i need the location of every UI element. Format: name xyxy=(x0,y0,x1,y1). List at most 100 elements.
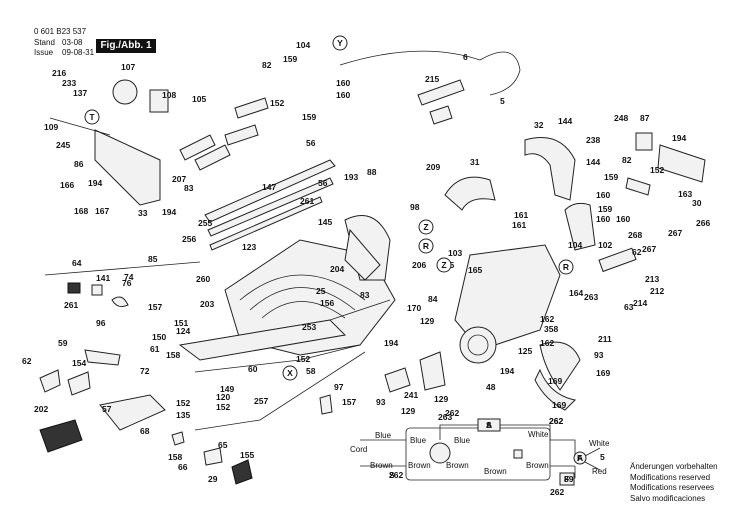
part-callout: 59 xyxy=(58,338,68,348)
part-callout: 165 xyxy=(468,265,482,275)
part-callout: 152 xyxy=(650,165,664,175)
callout-circle xyxy=(418,238,434,254)
part-callout: 164 xyxy=(569,288,583,298)
part-callout: 233 xyxy=(62,78,76,88)
part-callout: 89 xyxy=(564,474,574,484)
wire-blue-left: Blue xyxy=(375,431,392,440)
part-callout: 260 xyxy=(196,274,210,284)
wire-brown-left: Brown xyxy=(370,461,393,470)
power-cord xyxy=(339,50,521,125)
switch-a-label: A xyxy=(577,453,583,463)
part-callout: 125 xyxy=(518,346,532,356)
part-callout: 30 xyxy=(692,198,702,208)
part-callout: 151 xyxy=(174,318,188,328)
part-callout: 202 xyxy=(34,404,48,414)
part-callout: 33 xyxy=(138,208,148,218)
slide-rails xyxy=(179,97,336,251)
part-callout: 194 xyxy=(162,207,176,217)
part-callout: 123 xyxy=(242,242,256,252)
part-callout: 104 xyxy=(296,40,310,50)
part-callout: 152 xyxy=(270,98,284,108)
part-callout: 163 xyxy=(678,189,692,199)
part-callout: 93 xyxy=(376,397,386,407)
part-callout: 262 xyxy=(549,416,563,426)
callout-circle xyxy=(558,259,574,275)
wire-brown-bottom: Brown xyxy=(484,467,507,476)
part-callout: 129 xyxy=(420,316,434,326)
part-callout: 268 xyxy=(628,230,642,240)
part-callout: 167 xyxy=(95,206,109,216)
bevel-bracket xyxy=(49,79,169,206)
part-callout: 62 xyxy=(22,356,32,366)
part-callout: 129 xyxy=(401,406,415,416)
part-callout: 60 xyxy=(248,364,258,374)
part-callout: 162 xyxy=(540,314,554,324)
label-262-bottom: 262 xyxy=(550,487,564,497)
wire-brown-right: Brown xyxy=(526,461,549,470)
part-callout: 193 xyxy=(344,172,358,182)
part-callout: 157 xyxy=(342,397,356,407)
issue-value: 09-08-31 xyxy=(62,48,95,57)
part-callout: 72 xyxy=(140,366,150,376)
part-callout: 168 xyxy=(74,206,88,216)
wire-white-upper: White xyxy=(528,430,549,439)
motor-blue-right: Blue xyxy=(454,436,471,445)
part-callout: 159 xyxy=(302,112,316,122)
part-callout: 25 xyxy=(316,286,326,296)
part-callout: 158 xyxy=(168,452,182,462)
note-es: Salvo modificaciones xyxy=(630,493,706,503)
part-callout: 152 xyxy=(216,402,230,412)
part-callout: S xyxy=(389,470,395,480)
part-callout: 194 xyxy=(672,133,686,143)
part-callout: 238 xyxy=(586,135,600,145)
part-callout: 159 xyxy=(598,204,612,214)
part-callout: Z xyxy=(441,260,446,270)
part-callout: 214 xyxy=(633,298,647,308)
part-callout: 206 xyxy=(412,260,426,270)
part-callout: 104 xyxy=(568,240,582,250)
callout-circle xyxy=(332,35,348,51)
stand-value: 03-08 xyxy=(62,38,83,47)
part-callout: 257 xyxy=(254,396,268,406)
part-callout: Z xyxy=(423,222,428,232)
part-callout: 124 xyxy=(176,326,190,336)
part-callout: 152 xyxy=(296,354,310,364)
part-callout: 169 xyxy=(548,376,562,386)
part-callout: 144 xyxy=(586,157,600,167)
label-263: 263 xyxy=(438,412,452,422)
part-callout: 150 xyxy=(152,332,166,342)
modification-notes: Änderungen vorbehalten Modifications res… xyxy=(630,462,718,504)
lower-parts xyxy=(194,341,581,431)
part-callout: 32 xyxy=(534,120,544,130)
part-callout: 213 xyxy=(645,274,659,284)
part-callout: 263 xyxy=(584,292,598,302)
part-callout: 31 xyxy=(470,157,480,167)
wire-white-right: White xyxy=(589,439,610,448)
switch-s-label: S xyxy=(486,420,492,430)
callout-circle xyxy=(418,219,434,235)
part-callout: 86 xyxy=(74,159,84,169)
part-callout: 66 xyxy=(178,462,188,472)
part-callout: 245 xyxy=(56,140,70,150)
part-callout: 141 xyxy=(96,273,110,283)
part-callout: 48 xyxy=(486,382,496,392)
part-callout: 83 xyxy=(360,290,370,300)
motor-symbol xyxy=(429,442,451,464)
part-callout: 137 xyxy=(73,88,87,98)
part-callout: 169 xyxy=(596,368,610,378)
switch-f-label: F xyxy=(564,474,569,484)
part-callout: 207 xyxy=(172,174,186,184)
part-callout: 88 xyxy=(367,167,377,177)
part-callout: 203 xyxy=(200,299,214,309)
part-callout: 194 xyxy=(500,366,514,376)
wiring-schematic xyxy=(360,418,601,486)
part-callout: 261 xyxy=(300,196,314,206)
turntable-base xyxy=(178,239,396,361)
part-callout: F xyxy=(577,453,582,463)
part-callout: 61 xyxy=(150,344,160,354)
part-callout: 63 xyxy=(624,302,634,312)
part-callout: R xyxy=(563,262,569,272)
part-callout: 82 xyxy=(262,60,272,70)
motor-brown-right: Brown xyxy=(446,461,469,470)
part-callout: 108 xyxy=(162,90,176,100)
